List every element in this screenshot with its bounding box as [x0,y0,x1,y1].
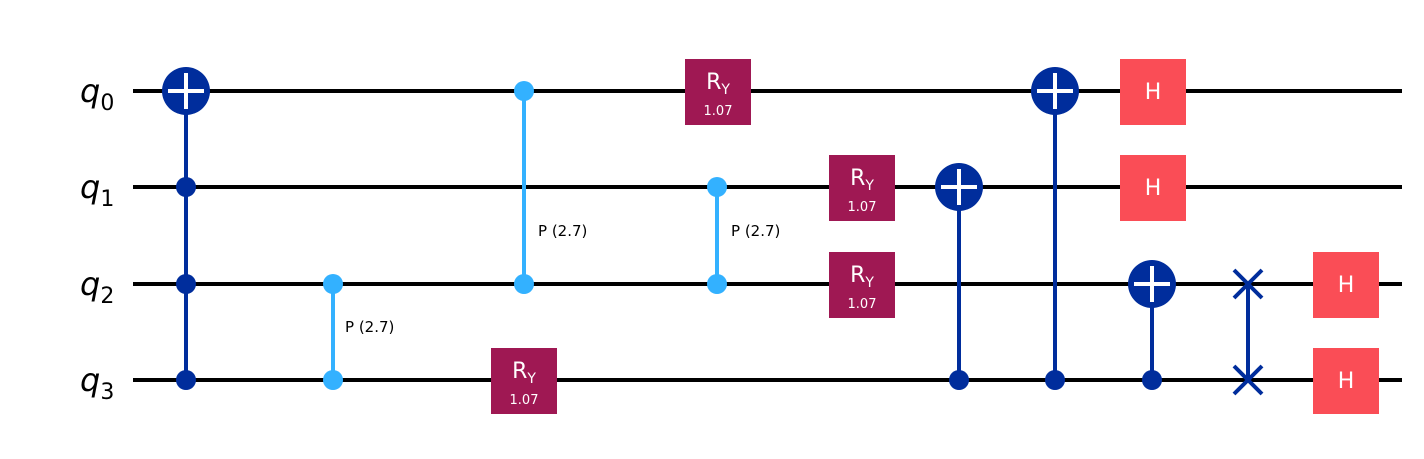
ry-gate-box [491,348,557,414]
qubit-labels: q0 q1 q2 q3 [80,72,114,405]
ry-gate-box [829,252,895,318]
qubit-label-q3: q3 [80,361,114,405]
swap-x-mark [1232,268,1264,300]
cnot-gate-q3-q0 [1031,67,1079,390]
swap-gate-q2-q3 [1232,268,1264,396]
cphase-label: P (2.7) [538,222,587,240]
ry-gate-q2: RY 1.07 [829,252,895,318]
mcx-gate [162,67,210,390]
ry-gate-param: 1.07 [848,297,877,312]
ry-gate-label: RY [850,166,874,194]
qubit-label-q1: q1 [80,168,114,212]
h-gate-label: H [1145,176,1162,201]
cphase-dot [323,370,343,390]
ry-gate-param: 1.07 [510,393,539,408]
h-gate-q1: H [1120,155,1186,221]
h-gate-label: H [1145,80,1162,105]
qubit-label-q0: q0 [80,72,114,116]
h-gate-label: H [1338,273,1355,298]
control-dot [1045,370,1065,390]
cphase-dot [707,177,727,197]
cphase-dot [323,274,343,294]
cphase-gate-q2-q3: P (2.7) [323,274,394,390]
control-dot [1142,370,1162,390]
cphase-dot [514,274,534,294]
cnot-gate-q3-q2 [1128,260,1176,390]
cphase-label: P (2.7) [731,222,780,240]
ry-gate-label: RY [850,263,874,291]
cphase-dot [514,81,534,101]
control-dot [176,274,196,294]
ry-gate-label: RY [512,359,536,387]
h-gate-q0: H [1120,59,1186,125]
h-gate-label: H [1338,369,1355,394]
ry-gate-param: 1.07 [704,104,733,119]
cphase-gate-q1-q2: P (2.7) [707,177,780,294]
h-gate-box [1120,155,1186,221]
h-gate-box [1120,59,1186,125]
control-dot [176,370,196,390]
control-dot [949,370,969,390]
h-gate-box [1313,348,1379,414]
cphase-label: P (2.7) [345,318,394,336]
cphase-dot [707,274,727,294]
swap-x-mark [1232,364,1264,396]
ry-gate-q1: RY 1.07 [829,155,895,221]
ry-gate-label: RY [706,70,730,98]
qubit-label-q2: q2 [80,265,114,309]
ry-gate-param: 1.07 [848,200,877,215]
wires [133,89,1402,382]
ry-gate-box [829,155,895,221]
ry-gate-q3: RY 1.07 [491,348,557,414]
cphase-gate-q0-q2: P (2.7) [514,81,587,294]
h-gate-q3: H [1313,348,1379,414]
ry-gate-q0: RY 1.07 [685,59,751,125]
control-dot [176,177,196,197]
h-gate-q2: H [1313,252,1379,318]
ry-gate-box [685,59,751,125]
h-gate-box [1313,252,1379,318]
cnot-gate-q3-q1 [935,163,983,390]
